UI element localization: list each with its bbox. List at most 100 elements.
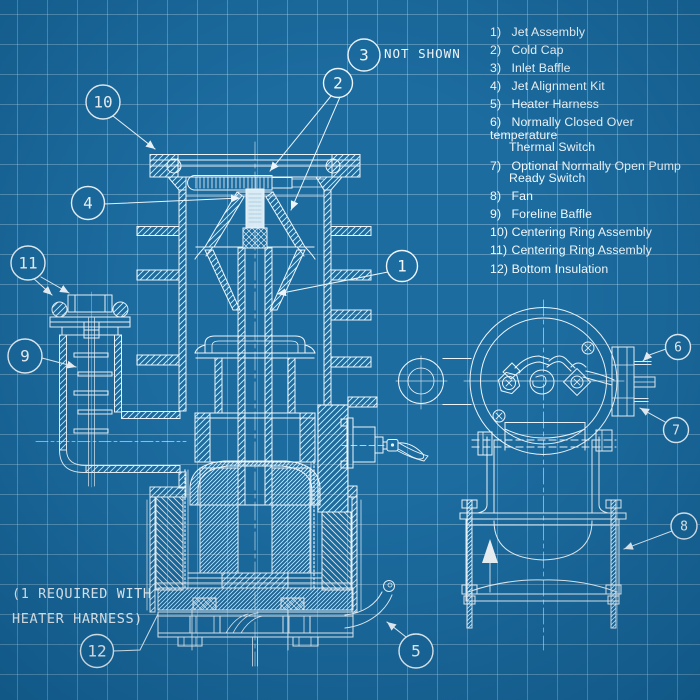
callout-circle-6	[664, 333, 692, 361]
parts-list-item-2: 2) Cold Cap	[490, 43, 564, 58]
leader-8	[623, 530, 673, 550]
callout-number-12: 12	[87, 642, 106, 661]
callout-2: 2	[322, 67, 354, 99]
parts-list-item-number: 1)	[490, 25, 502, 39]
leader-4	[103, 194, 241, 205]
leader-9	[41, 357, 77, 369]
leader-2a	[269, 95, 332, 172]
parts-list-item-number: 3)	[490, 61, 502, 76]
parts-list-item-number: 12)	[490, 261, 509, 276]
not-shown-label: NOT SHOWN	[384, 46, 461, 61]
callout-circle-8	[670, 512, 698, 540]
callout-10: 10	[85, 84, 121, 120]
parts-list-item-8: 8) Fan	[490, 189, 534, 204]
leader-12	[112, 613, 159, 652]
parts-list-item-1: 1) Jet Assembly	[490, 25, 586, 39]
leader-6	[642, 348, 667, 362]
thermal-switch-boss	[340, 417, 425, 469]
parts-list-item-4: 4) Jet Alignment Kit	[490, 79, 605, 94]
callout-7: 7	[662, 416, 690, 444]
junction-box	[611, 346, 656, 417]
parts-list-item-12: 12) Bottom Insulation	[490, 261, 609, 276]
callout-12: 12	[79, 633, 115, 669]
inlet-louver-baffle	[185, 175, 325, 197]
callout-number-5: 5	[411, 642, 421, 661]
cooling-fins	[136, 226, 378, 408]
parts-list-item-number: 6)	[490, 115, 502, 130]
callout-circle-7	[662, 416, 690, 444]
parts-list-item-number: 11)	[490, 243, 508, 258]
foreline-port-plan	[395, 355, 472, 462]
callout-circle-1	[385, 249, 419, 283]
parts-list-item-number: 9)	[490, 207, 502, 222]
callout-circle-2	[322, 67, 354, 99]
callout-number-9: 9	[20, 347, 30, 366]
parts-list-item-3: 3) Inlet Baffle	[490, 61, 571, 76]
callout-number-3: 3	[359, 46, 369, 65]
foreline-assembly	[35, 291, 187, 488]
callout-9: 9	[7, 338, 43, 374]
heater-terminals-plan	[492, 341, 615, 423]
callout-circle-4	[70, 185, 106, 221]
parts-list: 1) Jet Assembly 2) Cold Cap 3) Inlet Baffl…	[490, 26, 700, 281]
leader-2b	[290, 96, 341, 211]
parts-list-item-number: 5)	[490, 97, 502, 112]
callout-circle-9	[7, 338, 43, 374]
parts-list-item-number: 7)	[490, 158, 502, 173]
callout-number-1: 1	[397, 257, 407, 276]
fan-saddle-plan	[471, 422, 617, 456]
callout-number-6: 6	[674, 341, 682, 356]
callout-1: 1	[385, 249, 419, 283]
callout-number-7: 7	[672, 424, 680, 439]
callout-number-2: 2	[333, 74, 343, 93]
fan-side-view	[459, 436, 627, 629]
parts-list-item-number: 10)	[490, 225, 509, 240]
boiler-heater-section	[146, 461, 362, 613]
callout-circle-11	[10, 245, 46, 281]
airflow-arrow	[482, 539, 498, 563]
parts-list-item-9: 9) Foreline Baffle	[490, 207, 593, 222]
callout-4: 4	[70, 185, 106, 221]
leader-lines	[32, 95, 673, 652]
callout-6: 6	[664, 333, 692, 361]
callout-number-10: 10	[93, 93, 112, 112]
base-assembly	[157, 609, 354, 667]
parts-list-item-5: 5) Heater Harness	[490, 97, 600, 112]
pump-body-walls	[178, 189, 349, 513]
callout-circle-10	[85, 84, 121, 120]
parts-list-item-number: 4)	[490, 79, 502, 94]
leader-11b	[40, 276, 70, 294]
callout-number-4: 4	[83, 194, 93, 213]
parts-list-item-10: 10) Centering Ring Assembly	[490, 225, 652, 240]
foreline-baffle	[73, 352, 113, 434]
callout-circle-5	[398, 633, 434, 669]
leader-1	[276, 271, 389, 297]
callout-number-8: 8	[680, 520, 688, 535]
heater-harness-note: (1 REQUIRED WITH HEATER HARNESS)	[12, 582, 152, 631]
cold-cap	[194, 191, 316, 311]
callout-circle-12	[79, 633, 115, 669]
pump-plan-view	[395, 299, 656, 651]
parts-list-item-11: 11) Centering Ring Assembly	[490, 243, 652, 258]
callout-number-11: 11	[18, 254, 37, 273]
callout-5: 5	[398, 633, 434, 669]
leader-7	[639, 407, 666, 423]
pump-cross-section	[35, 141, 425, 667]
jet-alignment-bolt	[242, 188, 268, 249]
callout-8: 8	[670, 512, 698, 540]
heater-cable	[344, 580, 395, 629]
callout-circle-3	[347, 38, 381, 72]
callout-11: 11	[10, 245, 46, 281]
note-line-1: (1 REQUIRED WITH	[12, 586, 152, 602]
leader-5	[386, 621, 407, 638]
note-line-2: HEATER HARNESS)	[12, 610, 143, 627]
parts-list-item-number: 2)	[490, 43, 502, 58]
jet-stage	[194, 335, 316, 463]
parts-list-item-number: 8)	[490, 189, 502, 204]
top-flange	[149, 154, 361, 191]
leader-10	[112, 115, 156, 150]
